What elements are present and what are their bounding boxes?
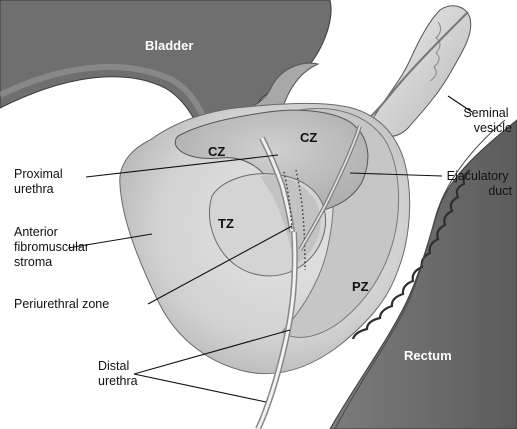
seminal-vesicle-label-line-1: Seminal [463, 106, 508, 120]
distal-urethra-label-line-1: Distal [98, 359, 129, 373]
periurethral-zone-label-line-1: Periurethral zone [14, 297, 109, 311]
anterior-fibromuscular-stroma-line-1: Anterior [14, 225, 58, 239]
anterior-fibromuscular-stroma-line-3: stroma [14, 255, 52, 269]
tz-label: TZ [218, 216, 234, 231]
seminal-vesicle-label-line-2: vesicle [474, 121, 512, 135]
distal-urethra-label-line-2: urethra [98, 374, 138, 388]
seminal-vesicle-label: Seminal vesicle [463, 106, 512, 135]
cz-left-label: CZ [208, 144, 225, 159]
rectum-label: Rectum [404, 348, 452, 363]
ejaculatory-duct-label-line-1: Ejaculatory [447, 169, 510, 183]
cz-right-label: CZ [300, 130, 317, 145]
distal-urethra-label: Distal urethra [98, 359, 138, 388]
proximal-urethra-label: Proximal urethra [14, 167, 66, 196]
anterior-fibromuscular-stroma-label: Anterior fibromuscular stroma [14, 225, 93, 269]
proximal-urethra-label-line-1: Proximal [14, 167, 63, 181]
leader-distal-urethra-lower [134, 374, 266, 402]
periurethral-zone-label: Periurethral zone [14, 297, 109, 311]
pz-label: PZ [352, 279, 369, 294]
anterior-fibromuscular-stroma-line-2: fibromuscular [14, 240, 89, 254]
proximal-urethra-label-line-2: urethra [14, 182, 54, 196]
ejaculatory-duct-label-line-2: duct [488, 184, 512, 198]
bladder-label: Bladder [145, 38, 193, 53]
